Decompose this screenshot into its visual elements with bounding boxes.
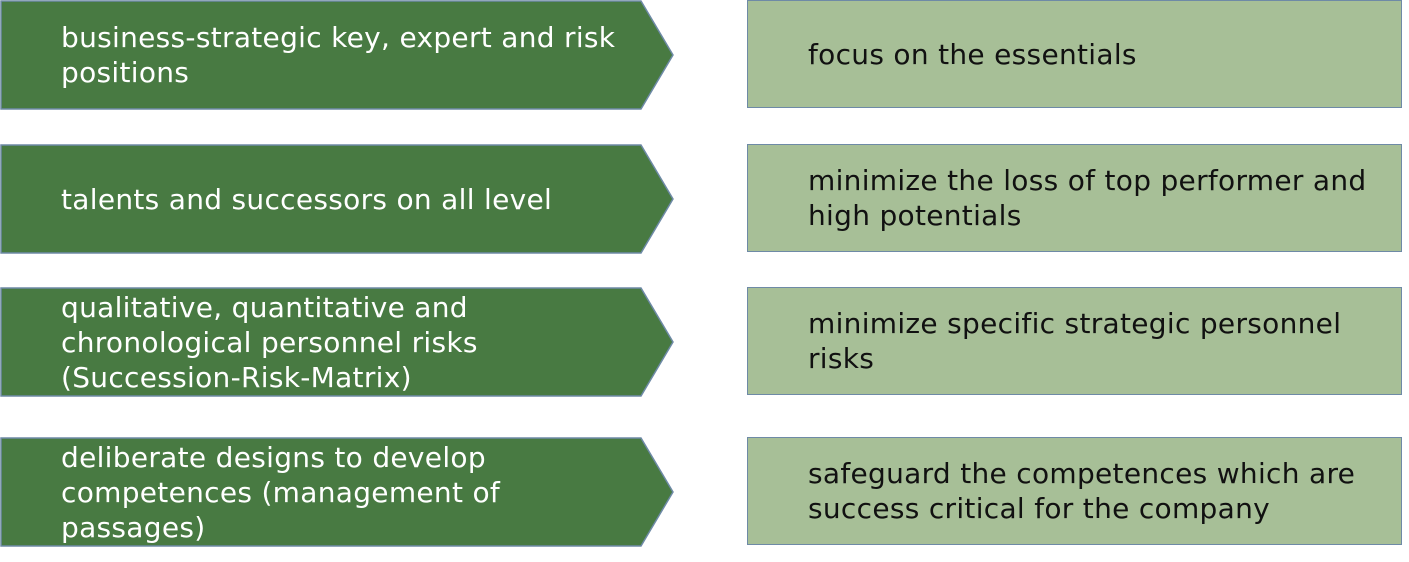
outcome-box-4: safeguard the competences which are succ…	[747, 437, 1402, 545]
outcome-box-1: focus on the essentials	[747, 0, 1402, 108]
arrow-chevron-shape	[0, 0, 674, 110]
outcome-label-4: safeguard the competences which are succ…	[808, 457, 1356, 525]
outcome-box-2: minimize the loss of top performer and h…	[747, 144, 1402, 252]
arrow-chevron-shape	[0, 437, 674, 547]
arrow-shape-2: talents and successors on all level	[0, 144, 675, 254]
arrow-shape-3: qualitative, quantitative and chronologi…	[0, 287, 675, 397]
arrow-shape-1: business-strategic key, expert and risk …	[0, 0, 675, 110]
arrow-chevron-shape	[0, 144, 674, 254]
arrow-label-1: business-strategic key, expert and risk …	[61, 21, 616, 89]
arrow-shape-4: deliberate designs to develop competence…	[0, 437, 675, 547]
arrow-label-3: qualitative, quantitative and chronologi…	[61, 290, 478, 394]
outcome-label-1: focus on the essentials	[808, 37, 1137, 71]
outcome-label-3: minimize specific strategic personnel ri…	[808, 307, 1342, 375]
arrow-chevron-shape	[0, 287, 674, 397]
outcome-box-3: minimize specific strategic personnel ri…	[747, 287, 1402, 395]
outcome-label-2: minimize the loss of top performer and h…	[808, 164, 1367, 232]
arrow-label-2: talents and successors on all level	[61, 182, 553, 216]
arrow-label-4: deliberate designs to develop competence…	[61, 440, 501, 544]
